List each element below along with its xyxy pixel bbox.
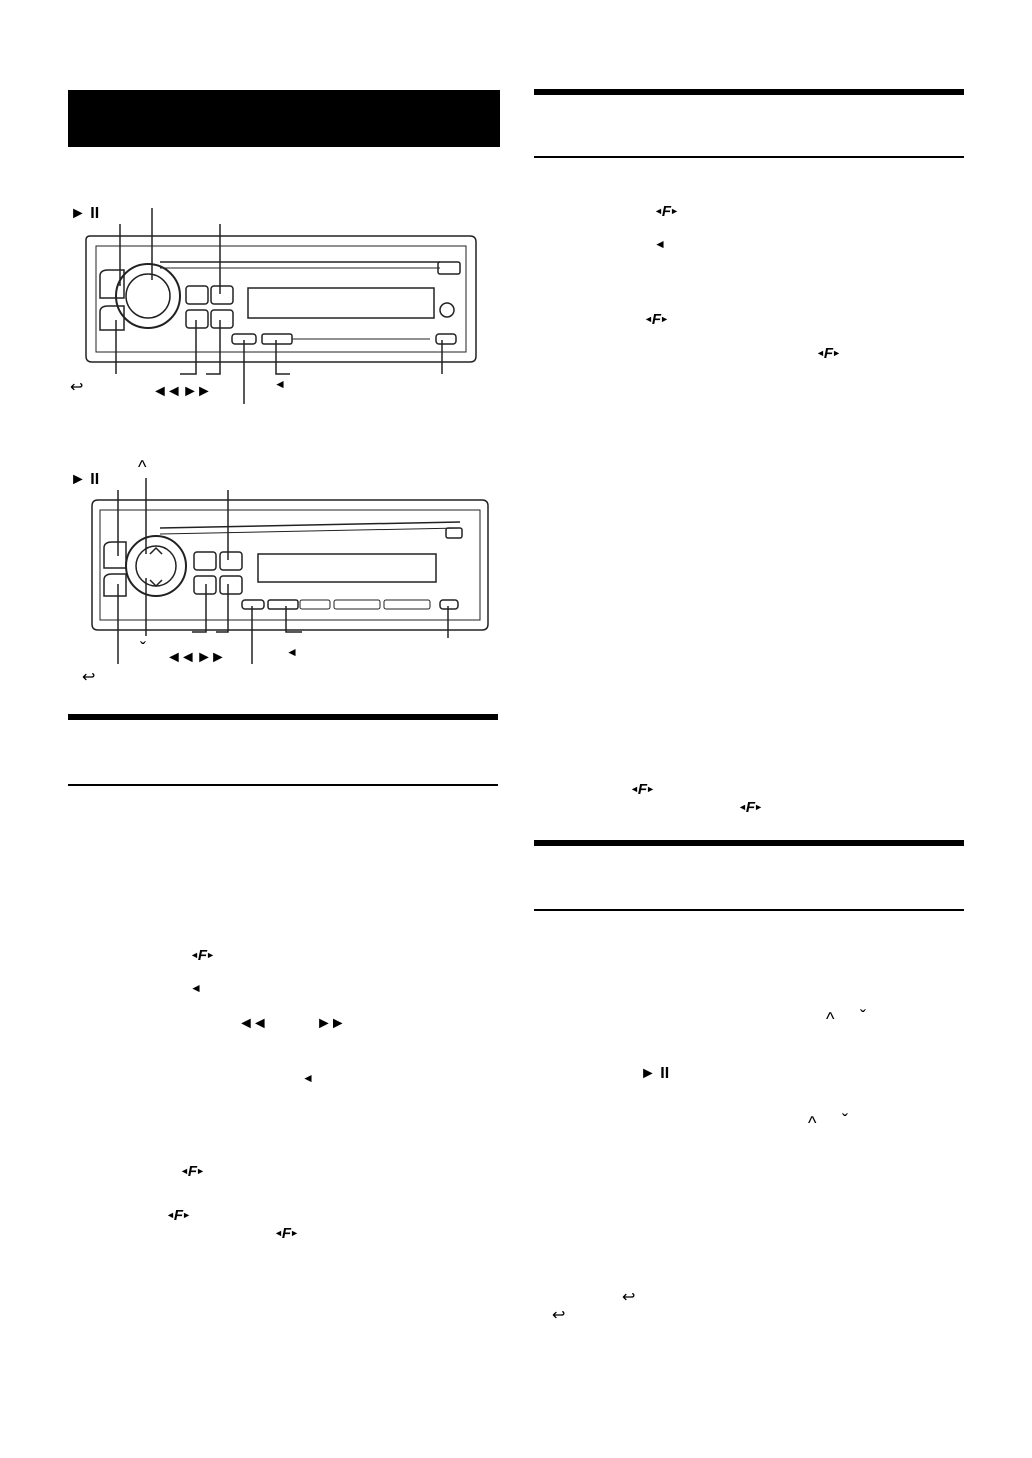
down-icon: ˇ bbox=[140, 639, 146, 659]
up-icon: ^ bbox=[808, 1113, 817, 1133]
section-rule-bottom bbox=[534, 909, 964, 911]
up-icon: ^ bbox=[138, 457, 147, 477]
section-rule-top bbox=[534, 89, 964, 95]
skip-icons: ◄◄ ►► bbox=[166, 649, 226, 666]
function-key-icon: ◄F► bbox=[738, 799, 763, 816]
prev-track-icon: ◄◄ bbox=[238, 1015, 268, 1032]
back-icon: ↩ bbox=[552, 1307, 566, 1324]
up-icon: ^ bbox=[826, 1009, 835, 1029]
section-rule-top bbox=[534, 840, 964, 846]
left-arrow-icon: ◄ bbox=[654, 237, 666, 251]
play-pause-icon: ► II bbox=[70, 471, 100, 488]
left-arrow-icon: ◄ bbox=[274, 377, 286, 391]
back-icon: ↩ bbox=[70, 379, 84, 396]
function-key-icon: ◄F► bbox=[166, 1207, 191, 1224]
function-key-icon: ◄F► bbox=[816, 345, 841, 362]
play-pause-icon: ► II bbox=[640, 1065, 670, 1082]
function-key-icon: ◄F► bbox=[654, 203, 679, 220]
head-unit-illustration-bottom bbox=[91, 478, 489, 664]
back-icon: ↩ bbox=[622, 1289, 636, 1306]
left-arrow-icon: ◄ bbox=[302, 1071, 314, 1085]
section-rule-bottom bbox=[68, 784, 498, 786]
function-key-icon: ◄F► bbox=[190, 947, 215, 964]
section-header-bar bbox=[68, 90, 500, 147]
function-key-icon: ◄F► bbox=[274, 1225, 299, 1242]
down-icon: ˇ bbox=[860, 1007, 866, 1027]
down-icon: ˇ bbox=[842, 1111, 848, 1131]
play-pause-icon: ► II bbox=[70, 205, 100, 222]
section-rule-bottom bbox=[534, 156, 964, 158]
left-arrow-icon: ◄ bbox=[190, 981, 202, 995]
head-unit-illustration-top bbox=[85, 208, 477, 404]
left-arrow-icon: ◄ bbox=[286, 645, 298, 659]
skip-icons: ◄◄ ►► bbox=[152, 383, 212, 400]
function-key-icon: ◄F► bbox=[630, 781, 655, 798]
section-rule-top bbox=[68, 714, 498, 720]
back-icon: ↩ bbox=[82, 669, 96, 686]
next-track-icon: ►► bbox=[316, 1015, 346, 1032]
function-key-icon: ◄F► bbox=[180, 1163, 205, 1180]
function-key-icon: ◄F► bbox=[644, 311, 669, 328]
